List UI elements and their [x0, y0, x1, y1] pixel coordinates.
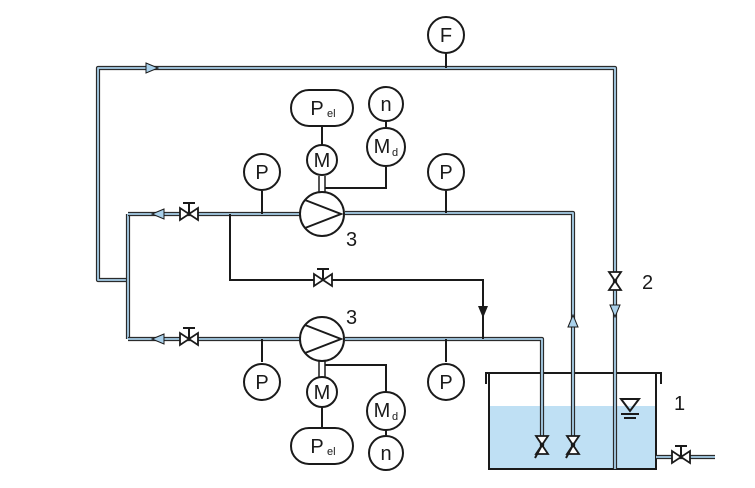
upper-suction-inner: [345, 212, 574, 445]
power-meter-upper[interactable]: P el: [290, 89, 354, 127]
motor-label: M: [314, 382, 331, 404]
motor-label: M: [314, 150, 331, 172]
arrow-lower-left: [150, 333, 165, 345]
torque-meter-upper[interactable]: M d: [366, 127, 406, 167]
speed-meter-lower[interactable]: n: [368, 435, 404, 471]
power-label: P: [310, 98, 323, 120]
pressure-label: P: [439, 372, 452, 394]
valve-upper-left[interactable]: [179, 202, 199, 222]
water-level-icon: [619, 398, 641, 419]
power-label: P: [310, 436, 323, 458]
bypass-arrow: [478, 306, 488, 318]
speed-label: n: [380, 443, 391, 465]
motor-upper[interactable]: M: [306, 144, 338, 176]
valve-tank-upper[interactable]: [565, 435, 581, 459]
torque-label: M: [374, 136, 391, 158]
valve-lower-left[interactable]: [179, 327, 199, 347]
signal-lines: [261, 53, 447, 437]
pressure-label: P: [255, 372, 268, 394]
motor-lower[interactable]: M: [306, 376, 338, 408]
power-sub: el: [327, 446, 336, 458]
tank-walls: [488, 373, 657, 470]
speed-meter-upper[interactable]: n: [368, 86, 404, 122]
valve-bypass[interactable]: [313, 268, 333, 288]
arrow-upper-left: [150, 208, 165, 220]
flow-meter[interactable]: F: [427, 16, 465, 54]
torque-sub: d: [392, 147, 398, 159]
flow-arrows: [145, 62, 621, 345]
pressure-gauge-lower-right[interactable]: P: [427, 363, 465, 401]
pump-lower[interactable]: [299, 316, 345, 362]
pipe-network: [95, 65, 715, 469]
pressure-gauge-upper-right[interactable]: P: [427, 153, 465, 191]
pressure-gauge-upper-left[interactable]: P: [243, 153, 281, 191]
lower-suction-inner: [345, 338, 543, 445]
valve-drain[interactable]: [671, 445, 691, 465]
pump-upper-number: 3: [346, 229, 357, 251]
pump-lower-number: 3: [346, 307, 357, 329]
valve-2[interactable]: [607, 271, 623, 291]
torque-sub: d: [392, 411, 398, 423]
pump-upper[interactable]: [299, 191, 345, 237]
bypass-line: [229, 214, 488, 339]
arrow-return: [609, 304, 621, 319]
torque-meter-lower[interactable]: M d: [366, 391, 406, 431]
torque-label: M: [374, 400, 391, 422]
power-sub: el: [327, 108, 336, 120]
pressure-label: P: [255, 162, 268, 184]
arrow-upper-suction: [567, 313, 579, 328]
tank-number: 1: [674, 393, 685, 415]
return-pipe-inner: [97, 67, 616, 469]
power-meter-lower[interactable]: P el: [290, 427, 354, 465]
flow-label: F: [440, 25, 452, 47]
valve-2-number: 2: [642, 272, 653, 294]
speed-label: n: [380, 94, 391, 116]
pressure-gauge-lower-left[interactable]: P: [243, 363, 281, 401]
pressure-label: P: [439, 162, 452, 184]
valve-tank-lower[interactable]: [534, 435, 550, 459]
arrow-top: [145, 62, 160, 74]
